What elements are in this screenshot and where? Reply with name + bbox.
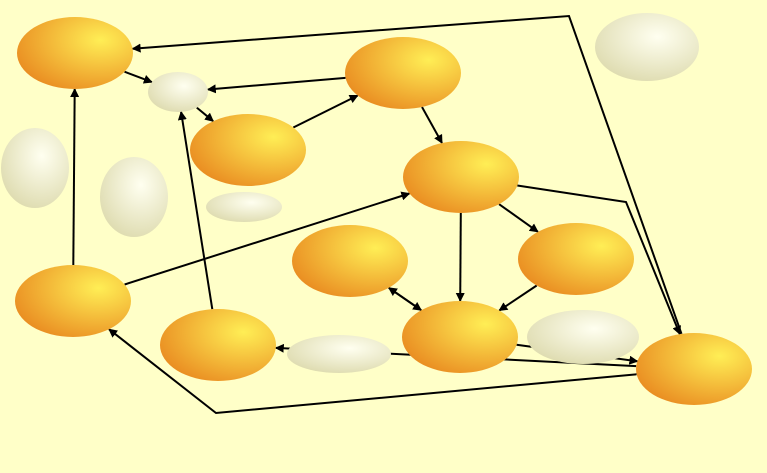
edge-n3-to-n2	[206, 76, 346, 94]
edge-n12-to-n1	[70, 88, 80, 266]
node-n11-active	[518, 223, 634, 295]
node-n6-idle	[100, 157, 168, 237]
edge-layer	[70, 14, 683, 415]
node-n5-idle	[1, 128, 69, 208]
node-n7-idle	[206, 192, 282, 222]
edge-n3-to-n9	[421, 106, 443, 144]
node-n10-active	[292, 225, 408, 297]
edge-n2-to-n4	[196, 106, 214, 122]
edge-n9-to-n17	[517, 184, 681, 336]
edge-n9-to-n11	[498, 203, 539, 233]
edge-n1-to-n2	[124, 70, 153, 84]
edge-n4-to-n3	[292, 94, 359, 129]
edge-n11-to-n15	[498, 284, 538, 312]
node-n9-active	[403, 141, 519, 213]
edge-n17-to-n12	[108, 328, 637, 415]
node-n17-active	[636, 333, 752, 405]
node-n1-active	[17, 17, 133, 89]
node-layer	[1, 13, 752, 405]
node-n3-active	[345, 37, 461, 109]
node-n12-active	[15, 265, 131, 337]
node-n8-idle	[595, 13, 699, 81]
edge-n12-to-n9	[124, 191, 411, 286]
node-n14-idle	[287, 335, 391, 373]
node-n15-active	[402, 301, 518, 373]
node-n2-idle	[148, 72, 208, 112]
node-n13-active	[160, 309, 276, 381]
edge-n15-to-n10	[387, 286, 422, 312]
node-n16-idle	[527, 310, 639, 364]
edge-n13-to-n2	[177, 110, 214, 310]
edge-n9-to-n15	[455, 212, 465, 302]
edge-n17-to-n1	[131, 14, 683, 335]
node-n4-active	[190, 114, 306, 186]
